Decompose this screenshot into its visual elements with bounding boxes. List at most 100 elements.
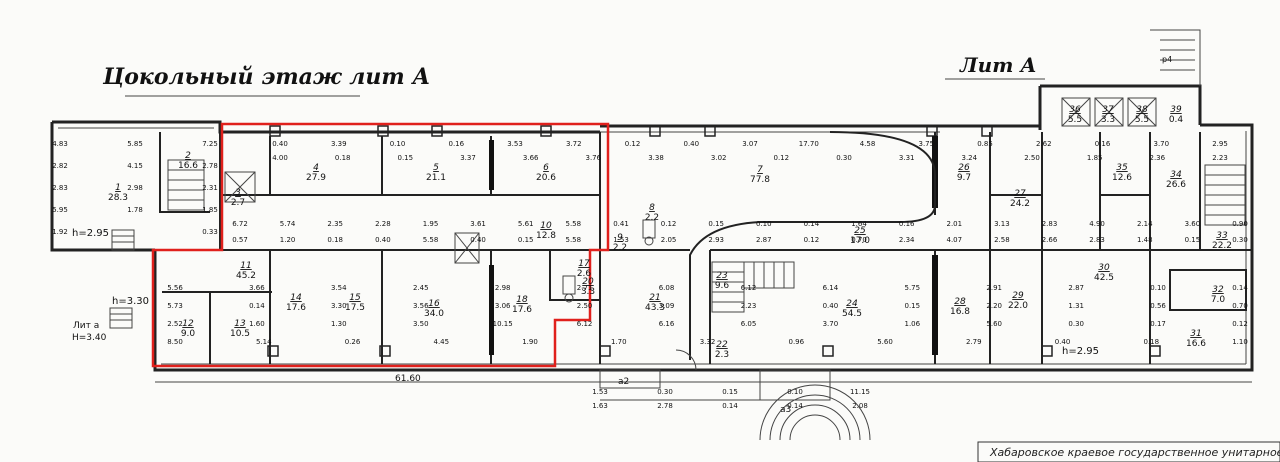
dimension-label: 0.70 bbox=[1232, 302, 1248, 310]
dimension-label: 1.92 bbox=[52, 228, 68, 236]
dimension-label: 0.12 bbox=[804, 236, 820, 244]
dimension-label: 0.12 bbox=[625, 140, 641, 148]
dimension-label: 0.40 bbox=[684, 140, 700, 148]
dimension-label: 6.12 bbox=[577, 320, 593, 328]
dimension-label: 1.70 bbox=[611, 338, 627, 346]
dimension-label: 1.10 bbox=[1232, 338, 1248, 346]
dimension-label: 1.53 bbox=[613, 236, 629, 244]
dimension-label: 3.13 bbox=[994, 220, 1010, 228]
dimension-label: 5.60 bbox=[986, 320, 1002, 328]
dimension-label: 3.39 bbox=[331, 140, 347, 148]
dimension-label: 0.17 bbox=[1150, 320, 1166, 328]
dimension-label: 2.31 bbox=[202, 184, 218, 192]
dimension-label: 0.12 bbox=[1232, 320, 1248, 328]
dimension-label: 0.15 bbox=[398, 154, 414, 162]
dimension-label: 2.20 bbox=[986, 302, 1002, 310]
dimension-label: 0.10 bbox=[756, 220, 772, 228]
dimension-label: 2.82 bbox=[52, 162, 68, 170]
dimension-label: 5.95 bbox=[52, 206, 68, 214]
dimension-label: 2.98 bbox=[495, 284, 511, 292]
dimension-label: 0.85 bbox=[977, 140, 993, 148]
dimension-label: 5.60 bbox=[877, 338, 893, 346]
dimension-label: 5.58 bbox=[423, 236, 439, 244]
dimension-label: 2.71 bbox=[577, 284, 593, 292]
dimension-label: 3.70 bbox=[1154, 140, 1170, 148]
dimension-label: 0.30 bbox=[657, 388, 673, 396]
dimension-label: 0.10 bbox=[1150, 284, 1166, 292]
stamp-box bbox=[977, 441, 1280, 462]
dimension-label: 2.93 bbox=[708, 236, 724, 244]
dimension-label: 0.18 bbox=[1144, 338, 1160, 346]
dimension-label: 1.85 bbox=[202, 206, 218, 214]
dimension-label: 2.83 bbox=[52, 184, 68, 192]
exit-label: а2 bbox=[618, 377, 629, 387]
dimension-label: 0.40 bbox=[823, 302, 839, 310]
dimension-label: 0.16 bbox=[899, 220, 915, 228]
dimension-label: 4.83 bbox=[52, 140, 68, 148]
dimension-label: 0.57 bbox=[232, 236, 248, 244]
dimension-label: 4.58 bbox=[860, 140, 876, 148]
dimension-label: 3.53 bbox=[507, 140, 523, 148]
dimension-label: 5.56 bbox=[167, 284, 183, 292]
dimension-label: 3.70 bbox=[823, 320, 839, 328]
dimension-label: 11.15 bbox=[850, 388, 870, 396]
dimension-label: 0.40 bbox=[272, 140, 288, 148]
dimension-label: 3.76 bbox=[586, 154, 602, 162]
dimension-label: 2.23 bbox=[1212, 154, 1228, 162]
dimension-label: 0.70 bbox=[851, 236, 867, 244]
dimension-label: 1.63 bbox=[592, 402, 608, 410]
dimension-label: 0.33 bbox=[202, 228, 218, 236]
dimension-label: 1.95 bbox=[423, 220, 439, 228]
height-label: H=3.40 bbox=[72, 333, 107, 343]
dimension-label: 2.87 bbox=[756, 236, 772, 244]
dimension-label: 0.15 bbox=[905, 302, 921, 310]
dimension-label: 2.79 bbox=[966, 338, 982, 346]
dimension-label: 1.60 bbox=[249, 320, 265, 328]
dimension-label: 1.90 bbox=[522, 338, 538, 346]
dimension-label: 3.24 bbox=[962, 154, 978, 162]
dimension-label: 5.58 bbox=[566, 236, 582, 244]
outer-wall-second-line bbox=[58, 127, 1247, 365]
dimension-label: 4.90 bbox=[1089, 220, 1105, 228]
dimension-label: 1.06 bbox=[905, 320, 921, 328]
dimension-label: 2.52 bbox=[167, 320, 183, 328]
dimension-label: 3.66 bbox=[249, 284, 265, 292]
stairs-right bbox=[1150, 29, 1246, 226]
dimension-label: 2.14 bbox=[1137, 220, 1153, 228]
dimension-label: 3.50 bbox=[413, 320, 429, 328]
dimension-label: 0.14 bbox=[249, 302, 265, 310]
dimension-label: 0.26 bbox=[345, 338, 361, 346]
dimension-label: 2.98 bbox=[127, 184, 143, 192]
dimension-label: 0.10 bbox=[787, 388, 803, 396]
dimension-label: 0.15 bbox=[708, 220, 724, 228]
dimension-lines bbox=[155, 381, 1252, 401]
dimension-label: 0.30 bbox=[836, 154, 852, 162]
dimension-label: 3.09 bbox=[659, 302, 675, 310]
dimension-label: 3.37 bbox=[460, 154, 476, 162]
dimension-label: 3.32 bbox=[700, 338, 716, 346]
dimension-label: 1.78 bbox=[127, 206, 143, 214]
entrance-a2 bbox=[599, 349, 697, 389]
sanitary-fixtures bbox=[562, 219, 656, 303]
highlighted-area bbox=[151, 122, 610, 368]
floor-title: Цокольный этаж лит А bbox=[102, 64, 430, 90]
dimension-label: 6.05 bbox=[741, 320, 757, 328]
lit-a-label: Лит а bbox=[73, 321, 99, 331]
dimension-label: 3.31 bbox=[899, 154, 915, 162]
dimension-label: 0.14 bbox=[722, 402, 738, 410]
dimension-label: 5.58 bbox=[566, 220, 582, 228]
